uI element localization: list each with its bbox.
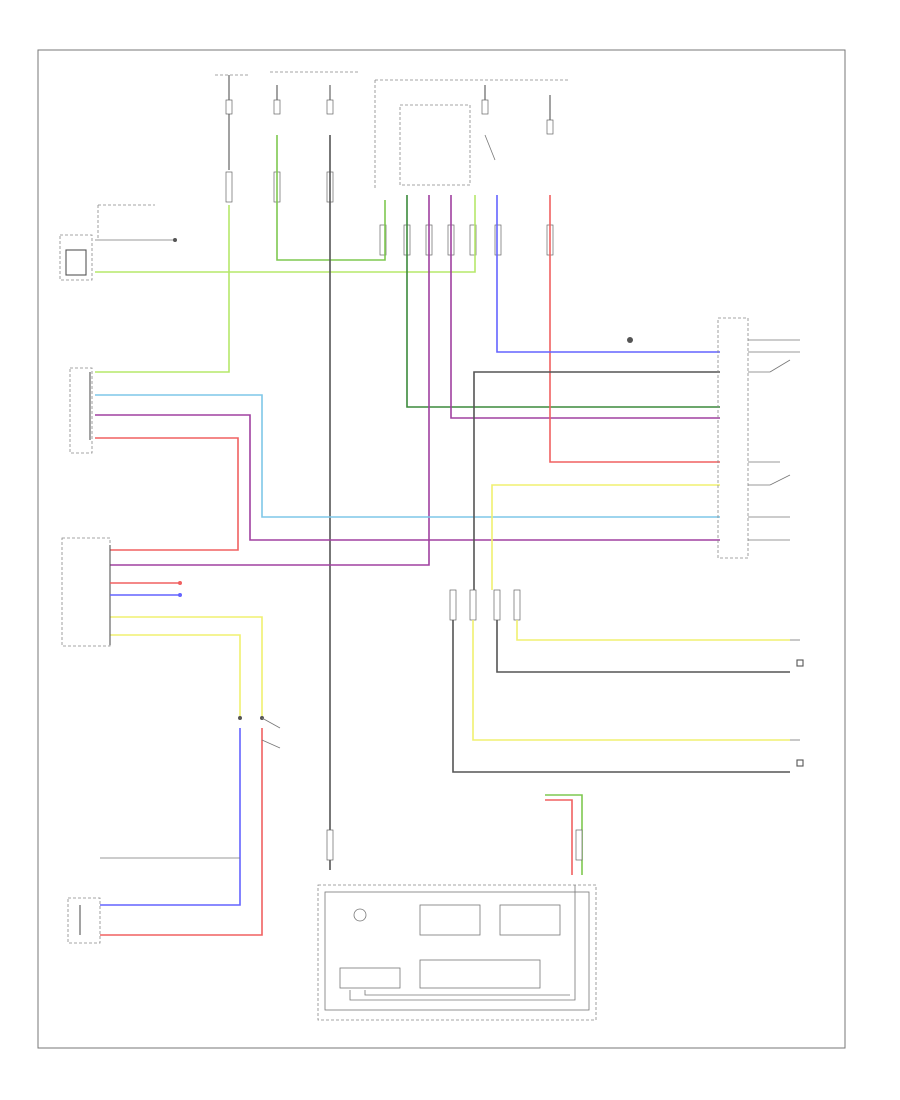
wire-green [276, 135, 386, 261]
wire-red [545, 799, 573, 875]
fuse-icon [326, 99, 334, 115]
wire-yellow [110, 616, 263, 718]
wire-purple [110, 195, 430, 566]
wire-light-green [95, 195, 476, 273]
wire-blue [496, 195, 720, 353]
wire-yellow [472, 620, 790, 741]
wire-yellow [110, 634, 241, 718]
wire-red [95, 437, 239, 551]
connector-row-top [225, 171, 554, 256]
fuse-icon [546, 119, 554, 135]
component-combination-meter [317, 884, 597, 1021]
connector-row-mid [449, 589, 521, 621]
wire-black [496, 620, 790, 673]
fuse-icon [481, 99, 489, 115]
wire-yellow [516, 620, 790, 641]
component-junction [238, 716, 281, 749]
component-engine-control-module [61, 537, 182, 647]
component-left-connector [69, 367, 93, 454]
wire-red [100, 728, 263, 936]
wire-dark-green [406, 195, 720, 408]
diagram-frame [37, 49, 846, 1049]
wire-purple [95, 414, 720, 541]
wire-black [452, 620, 790, 773]
component-sensor-top-left [59, 204, 177, 281]
fuse-icon [273, 99, 281, 115]
wire-black [473, 371, 720, 590]
fuse-icon [225, 99, 233, 115]
gauge-icon [353, 908, 367, 922]
wire-yellow [491, 484, 720, 590]
wire-light-blue [95, 394, 720, 518]
fuse-group-top [215, 71, 570, 190]
component-coolant-sensor [67, 897, 101, 944]
relay-coil-icon [627, 337, 633, 343]
wire-purple [450, 195, 720, 419]
wire-blue [100, 728, 241, 906]
component-ground-right [790, 639, 804, 767]
wire-red [549, 195, 720, 463]
wire-light-green [95, 205, 230, 373]
component-relay-box [627, 317, 800, 559]
